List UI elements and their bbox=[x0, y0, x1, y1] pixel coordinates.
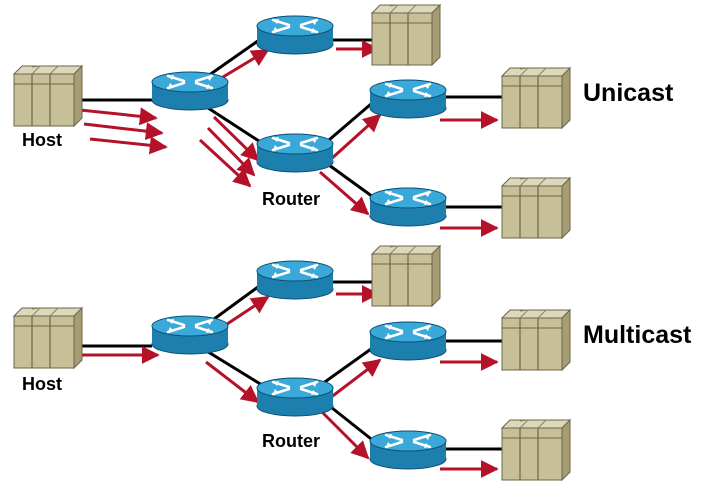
unicast-title: Unicast bbox=[583, 79, 674, 107]
host-icon bbox=[13, 307, 83, 369]
router-icon bbox=[368, 320, 448, 362]
router-icon bbox=[255, 259, 335, 301]
arrow-icon bbox=[83, 122, 164, 141]
host-icon bbox=[13, 65, 83, 127]
unicast-section: Host Router Unicast bbox=[13, 4, 674, 239]
arrow-icon bbox=[212, 115, 260, 162]
router-icon bbox=[255, 376, 335, 418]
network-links bbox=[78, 280, 505, 451]
router-icon bbox=[255, 132, 335, 174]
host-icon bbox=[501, 67, 571, 129]
multicast-title: Multicast bbox=[583, 321, 692, 349]
arrow-icon bbox=[320, 410, 370, 460]
router-label: Router bbox=[262, 189, 320, 209]
router-icon bbox=[368, 78, 448, 120]
multicast-section: Host Router Multicast bbox=[13, 245, 692, 481]
unicast-arrows bbox=[79, 40, 499, 237]
router-icon bbox=[368, 429, 448, 471]
arrow-icon bbox=[319, 170, 370, 216]
host-icon bbox=[371, 4, 441, 66]
network-links bbox=[78, 36, 505, 209]
arrow-icon bbox=[217, 48, 270, 82]
arrow-icon bbox=[198, 138, 252, 188]
host-label: Host bbox=[22, 374, 62, 394]
router-icon bbox=[150, 314, 230, 356]
router-label: Router bbox=[262, 431, 320, 451]
router-icon bbox=[150, 70, 230, 112]
arrow-icon bbox=[89, 136, 168, 155]
host-icon bbox=[501, 419, 571, 481]
arrow-icon bbox=[206, 126, 256, 177]
host-icon bbox=[501, 309, 571, 371]
arrow-icon bbox=[328, 113, 382, 162]
arrow-icon bbox=[79, 107, 158, 126]
host-icon bbox=[371, 245, 441, 307]
router-icon bbox=[255, 14, 335, 56]
multicast-arrows bbox=[80, 285, 499, 478]
arrow-icon bbox=[329, 358, 382, 400]
host-label: Host bbox=[22, 130, 62, 150]
host-icon bbox=[501, 177, 571, 239]
arrow-icon bbox=[205, 360, 260, 404]
router-icon bbox=[368, 186, 448, 228]
